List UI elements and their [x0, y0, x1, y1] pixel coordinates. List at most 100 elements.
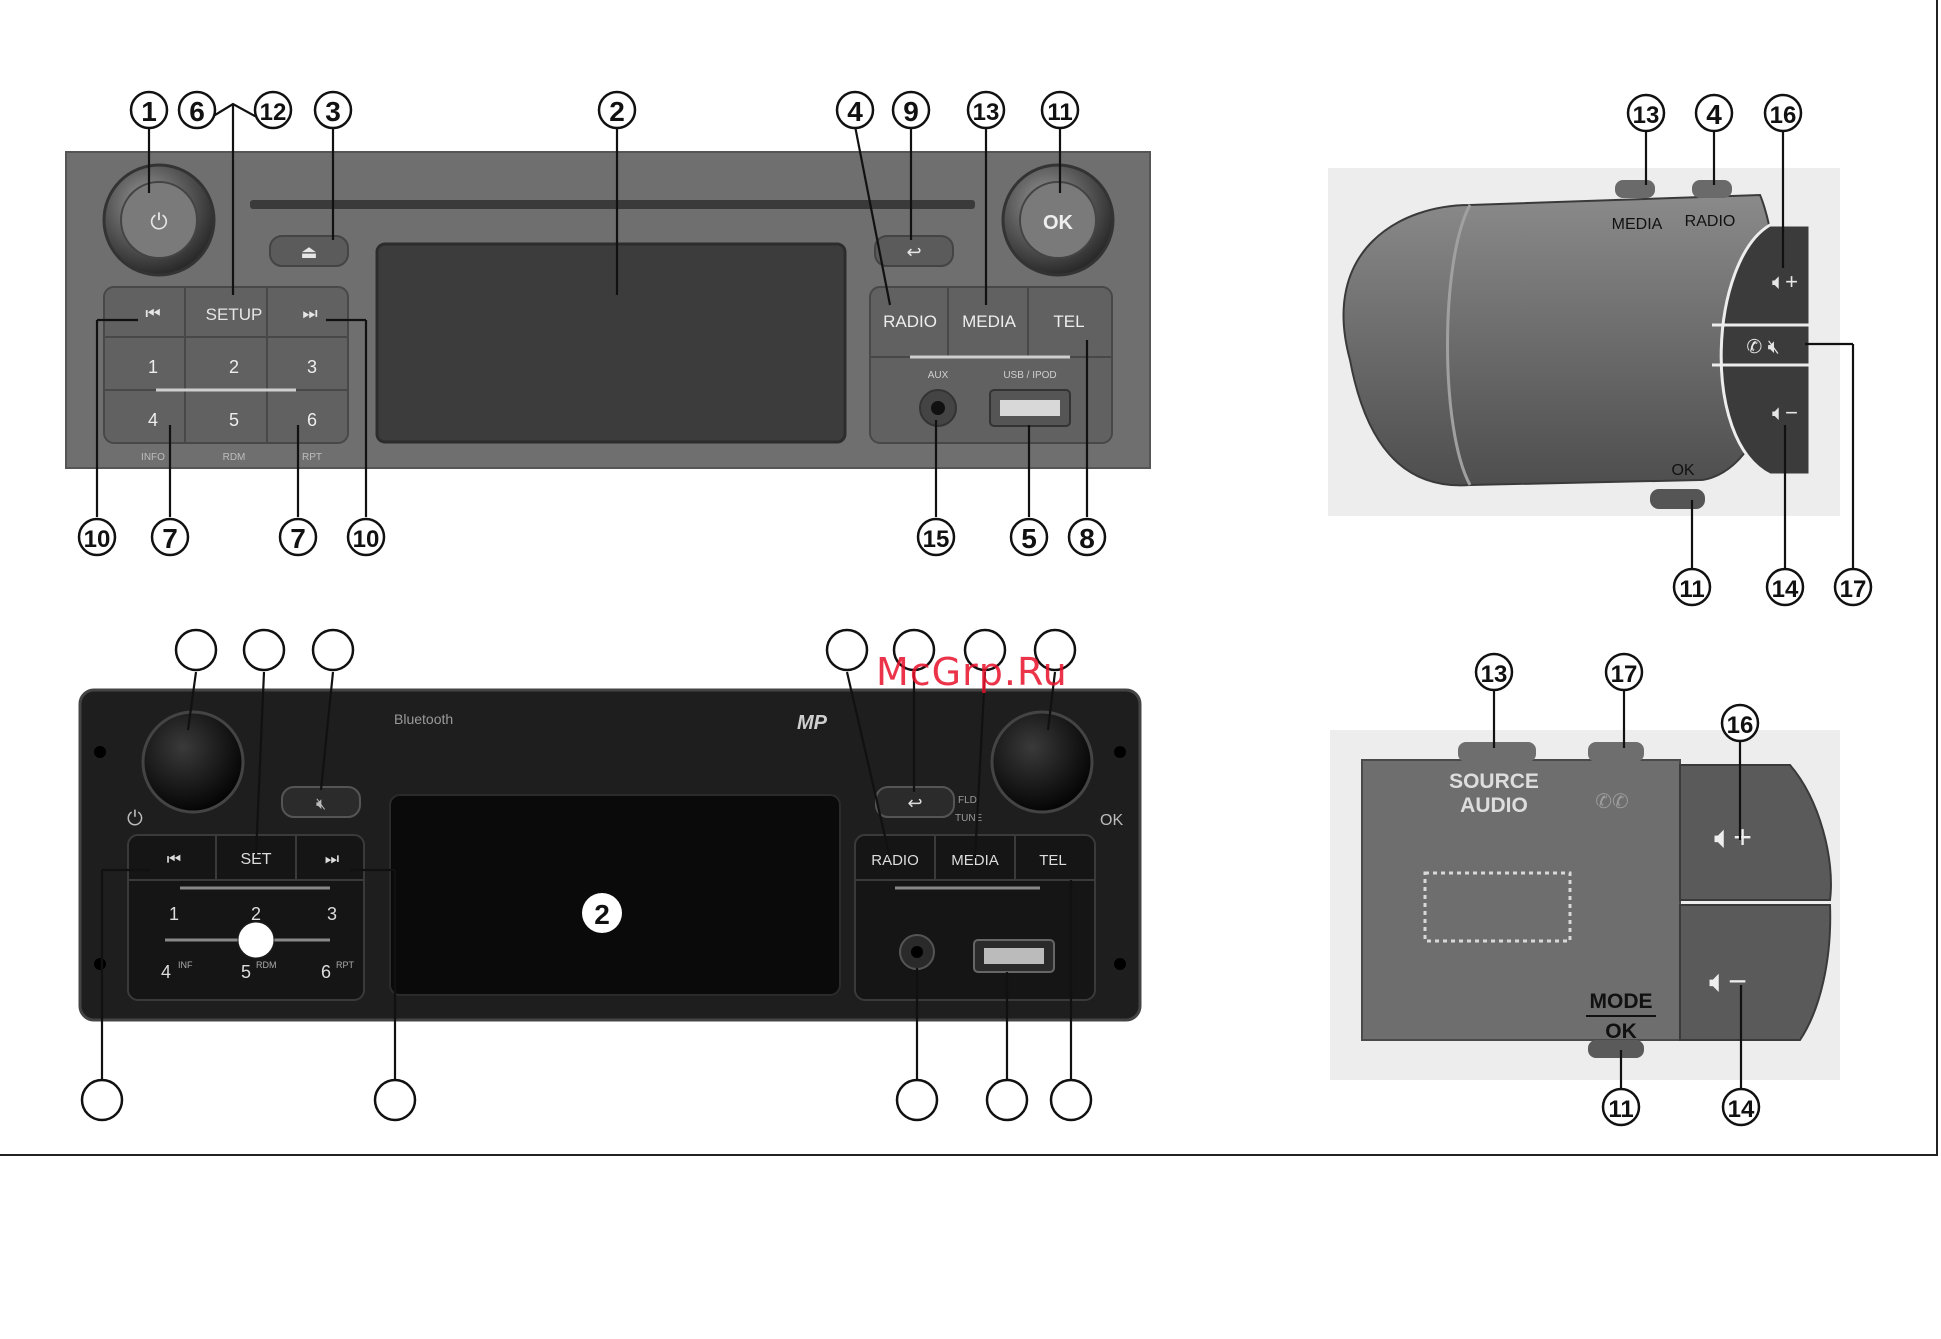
empty-callout — [1033, 628, 1077, 672]
stalk-radio-button[interactable] — [1692, 180, 1732, 198]
sub-label-info: INFO — [141, 452, 165, 463]
bottom-preset-2[interactable]: 2 — [251, 904, 261, 924]
stalk2-callout-17-label: 17 — [1611, 661, 1638, 688]
stalk2-callout-14-label: 14 — [1728, 1096, 1755, 1123]
stalk2-phone-button[interactable] — [1588, 742, 1644, 762]
stalk-control-cap — [1719, 223, 1812, 477]
phone-mute-icon[interactable]: ✆ 🔇︎ — [1746, 337, 1779, 358]
stalk2-volume-down-button[interactable] — [1679, 904, 1832, 1041]
stalk-callout-13-label: 13 — [1633, 102, 1660, 129]
stalk-callout-14-label: 14 — [1772, 576, 1799, 603]
callout-13-label: 13 — [973, 99, 1000, 126]
callout-6: 6 — [177, 90, 217, 130]
stalk2-callout-14: 14 — [1721, 1087, 1761, 1127]
callout-12-label: 12 — [260, 99, 287, 126]
bottom-ok-knob[interactable] — [990, 710, 1094, 814]
stalk-callout-14: 14 — [1765, 567, 1805, 607]
stalk-callout-11: 11 — [1672, 567, 1712, 607]
callout-1-label: 1 — [141, 96, 157, 127]
preset-button-6[interactable]: 6 — [307, 410, 317, 430]
page-frame — [0, 0, 1938, 1156]
callout-9-label: 9 — [903, 96, 919, 127]
bottom-display — [389, 794, 841, 996]
callout-9: 9 — [891, 90, 931, 130]
empty-callout — [963, 628, 1007, 672]
media-button[interactable]: MEDIA — [962, 312, 1017, 331]
left-button-block — [103, 286, 349, 444]
next-track-icon[interactable]: ⏭ — [302, 304, 317, 323]
eject-icon: ⏏ — [300, 242, 317, 262]
callout-13: 13 — [966, 90, 1006, 130]
watermark: McGrp.Ru — [876, 650, 1068, 694]
stalk-callout-17: 17 — [1833, 567, 1873, 607]
preset-button-5[interactable]: 5 — [229, 410, 239, 430]
bottom-preset-1[interactable]: 1 — [169, 904, 179, 924]
stalk2-ok-label: OK — [1605, 1020, 1637, 1043]
volume-knob[interactable] — [141, 710, 245, 814]
callout-2-display — [582, 893, 622, 933]
setup-button[interactable]: SETUP — [206, 305, 263, 324]
bottom-preset-5[interactable]: 5 — [241, 962, 251, 982]
callout-15: 15 — [916, 517, 956, 557]
top-preset-buttons: 1 2 3 4 5 6 — [148, 357, 317, 430]
callout-2-label: 2 — [609, 96, 625, 127]
stalk2-mode-ok-button[interactable] — [1588, 1040, 1644, 1058]
bottom-radio-empty-callouts — [80, 628, 1093, 1122]
callout-6-label: 6 — [189, 96, 205, 127]
sup-rpt: RPT — [336, 960, 355, 970]
volume-down-icon[interactable]: 🔈︎− — [1772, 400, 1798, 425]
back-icon: ↩ — [906, 242, 921, 262]
preset-button-3[interactable]: 3 — [307, 357, 317, 377]
stalk2-volume-up-icon: 🔈︎+ — [1714, 819, 1752, 855]
bottom-stalk-callouts: 13 17 16 11 14 — [1474, 652, 1761, 1127]
top-steering-stalk: MEDIA RADIO 🔈︎+ ✆ 🔇︎ 🔈︎− OK — [1328, 168, 1840, 516]
top-stalk-leader-lines — [1644, 132, 1855, 568]
back-button[interactable] — [874, 235, 954, 267]
bottom-power-icon: ⏻ — [127, 808, 143, 830]
eject-button[interactable] — [269, 235, 349, 267]
preset-button-4[interactable]: 4 — [148, 410, 158, 430]
empty-callout — [895, 1078, 939, 1122]
stalk2-volume-up-button[interactable] — [1679, 764, 1832, 901]
radio-button[interactable]: RADIO — [883, 312, 937, 331]
volume-up-icon[interactable]: 🔈︎+ — [1772, 269, 1798, 294]
bottom-stalk-leader-lines — [1492, 691, 1743, 1088]
preset-button-1[interactable]: 1 — [148, 357, 158, 377]
tel-button[interactable]: TEL — [1053, 312, 1084, 331]
empty-callout — [174, 628, 218, 672]
callout-8-label: 8 — [1079, 523, 1095, 554]
callout-2-display-label: 2 — [594, 899, 610, 930]
callout-4: 4 — [835, 90, 875, 130]
bottom-preset-4[interactable]: 4 — [161, 962, 171, 982]
stalk-ok-label: OK — [1671, 462, 1694, 479]
callout-10-right-label: 10 — [353, 526, 380, 553]
bottom-tel-button[interactable]: TEL — [1039, 852, 1067, 869]
callout-10-left: 10 — [77, 517, 117, 557]
callout-7-left-label: 7 — [162, 523, 178, 554]
stalk-callout-11-label: 11 — [1679, 576, 1704, 603]
stalk2-source-button[interactable] — [1458, 742, 1536, 762]
bottom-preset-3[interactable]: 3 — [327, 904, 337, 924]
mute-icon: 🔇︎ — [316, 796, 326, 813]
top-stalk-callouts: 13 4 16 11 14 17 — [1626, 93, 1873, 607]
preset-button-2[interactable]: 2 — [229, 357, 239, 377]
bottom-preset-6[interactable]: 6 — [321, 962, 331, 982]
bottom-media-button[interactable]: MEDIA — [951, 852, 999, 869]
stalk2-callout-16-label: 16 — [1727, 712, 1754, 739]
bottom-radio-button[interactable]: RADIO — [871, 852, 919, 869]
stalk2-source-label: SOURCE — [1449, 770, 1539, 793]
bottom-next-track-icon[interactable]: ⏭ — [325, 851, 339, 868]
stalk-ok-button[interactable] — [1650, 489, 1705, 509]
stalk2-callout-16: 16 — [1720, 703, 1760, 743]
stalk-callout-4: 4 — [1694, 93, 1734, 133]
stalk2-callout-13: 13 — [1474, 652, 1514, 692]
bottom-previous-track-icon[interactable]: ⏮ — [167, 851, 181, 868]
stalk2-callout-11: 11 — [1601, 1087, 1641, 1127]
stalk-media-button[interactable] — [1615, 180, 1655, 198]
stalk2-callout-11-label: 11 — [1608, 1096, 1633, 1123]
previous-track-icon[interactable]: ⏮ — [145, 304, 160, 323]
callout-7-right: 7 — [278, 517, 318, 557]
stalk2-dotted-area — [1423, 871, 1572, 943]
fld-label: FLD — [958, 795, 977, 806]
set-button[interactable]: SET — [240, 851, 271, 868]
